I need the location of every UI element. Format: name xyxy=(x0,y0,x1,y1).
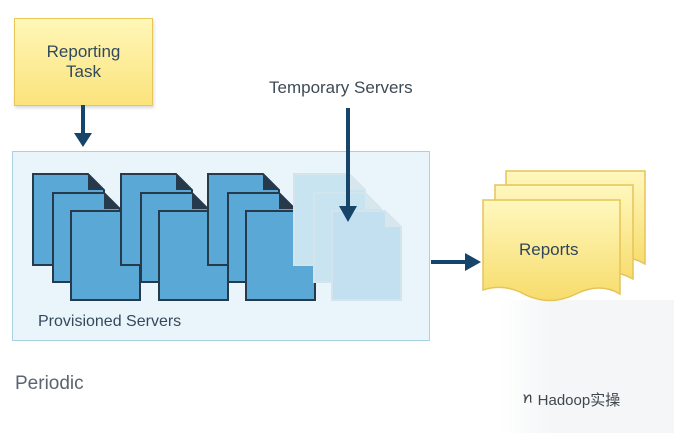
temporary-server-stack xyxy=(293,173,402,301)
reports-arrow xyxy=(431,253,481,271)
watermark: ꪀ Hadoop实操 xyxy=(522,382,620,416)
temporary-servers-arrow xyxy=(339,108,357,222)
task-down-arrow xyxy=(74,105,92,147)
temporary-servers-label: Temporary Servers xyxy=(269,78,413,97)
provisioned-servers-label: Provisioned Servers xyxy=(38,313,182,330)
periodic-label: Periodic xyxy=(15,373,84,394)
wechat-icon: ꪀ xyxy=(522,390,534,407)
reporting-task-box: Reporting Task xyxy=(14,18,153,106)
reports-stack xyxy=(482,170,646,302)
reports-label: Reports xyxy=(519,240,579,259)
reporting-task-label: Reporting Task xyxy=(46,42,121,81)
background-shade xyxy=(500,300,674,433)
watermark-text: Hadoop实操 xyxy=(537,391,621,409)
